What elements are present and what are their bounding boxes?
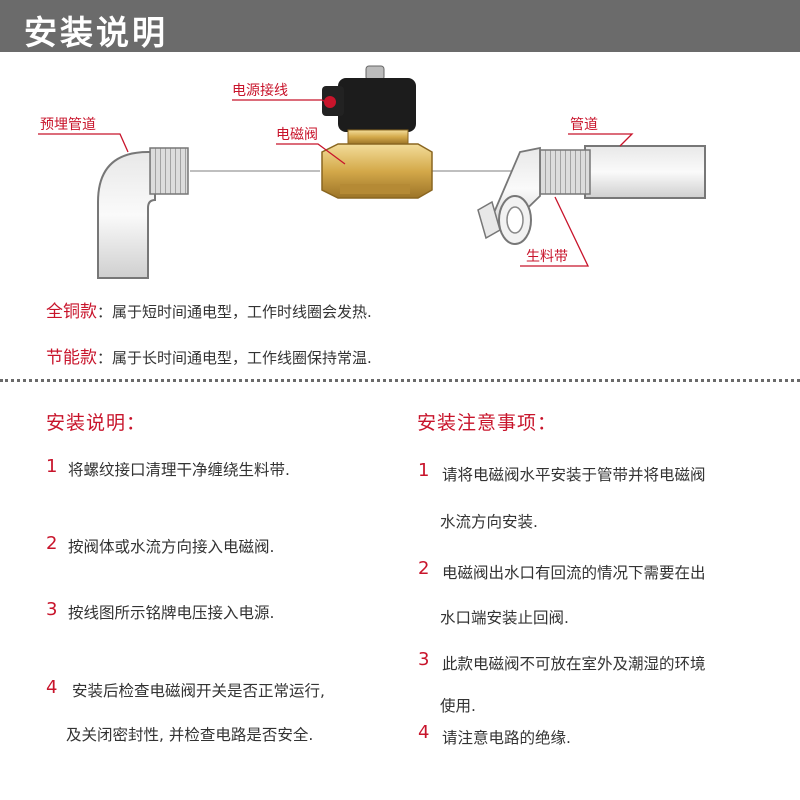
install-step-text: 安装后检查电磁阀开关是否正常运行,	[72, 682, 325, 700]
pipe-graphic	[477, 145, 706, 245]
pipe-label: 管道	[570, 117, 598, 133]
install-step-text: 将螺纹接口清理干净缠绕生料带.	[68, 461, 290, 479]
note-text-continued: 使用.	[440, 697, 476, 715]
installation-diagram: 电源接线 预埋管道 电磁阀 管道 生料带	[0, 52, 800, 292]
ptfe-tape-label: 生料带	[526, 249, 568, 265]
type-line-full-copper: 全铜款：属于短时间通电型，工作时线圈会发热.	[46, 297, 372, 322]
dotted-divider	[0, 379, 800, 382]
embedded-pipe-graphic	[97, 147, 189, 279]
type-desc: ：属于短时间通电型，工作时线圈会发热.	[97, 303, 372, 321]
note-number: 4	[418, 722, 430, 743]
note-text-continued: 水流方向安装.	[440, 513, 538, 531]
install-step-number: 1	[46, 456, 58, 477]
diagram-svg	[38, 65, 706, 279]
embedded-pipe-label: 预埋管道	[40, 117, 96, 133]
note-number: 1	[418, 460, 430, 481]
note-text-continued: 水口端安装止回阀.	[440, 609, 569, 627]
install-step-text: 按阀体或水流方向接入电磁阀.	[68, 538, 275, 556]
install-step-text: 按线图所示铭牌电压接入电源.	[68, 604, 275, 622]
type-desc: ：属于长时间通电型，工作线圈保持常温.	[97, 349, 372, 367]
install-section-title: 安装说明：	[46, 412, 147, 434]
solenoid-valve-label: 电磁阀	[276, 127, 318, 143]
header-bar: 安装说明	[0, 0, 800, 52]
page-title: 安装说明	[24, 13, 168, 52]
type-name: 全铜款	[46, 302, 97, 322]
callout-lines	[38, 99, 634, 267]
install-step-number: 4	[46, 677, 58, 698]
note-number: 3	[418, 649, 430, 670]
note-text: 电磁阀出水口有回流的情况下需要在出	[442, 564, 706, 582]
install-step-number: 3	[46, 599, 58, 620]
note-text: 此款电磁阀不可放在室外及潮湿的环境	[442, 655, 706, 673]
type-name: 节能款	[46, 348, 97, 368]
note-text: 请将电磁阀水平安装于管带并将电磁阀	[442, 466, 706, 484]
install-step-text-continued: 及关闭密封性, 并检查电路是否安全.	[66, 726, 314, 744]
solenoid-valve-graphic	[321, 65, 433, 199]
note-text: 请注意电路的绝缘.	[442, 729, 571, 747]
note-number: 2	[418, 558, 430, 579]
notes-section-title: 安装注意事项：	[417, 412, 558, 434]
power-wiring-label: 电源接线	[232, 83, 288, 99]
type-line-energy-saving: 节能款：属于长时间通电型，工作线圈保持常温.	[46, 343, 372, 368]
install-step-number: 2	[46, 533, 58, 554]
